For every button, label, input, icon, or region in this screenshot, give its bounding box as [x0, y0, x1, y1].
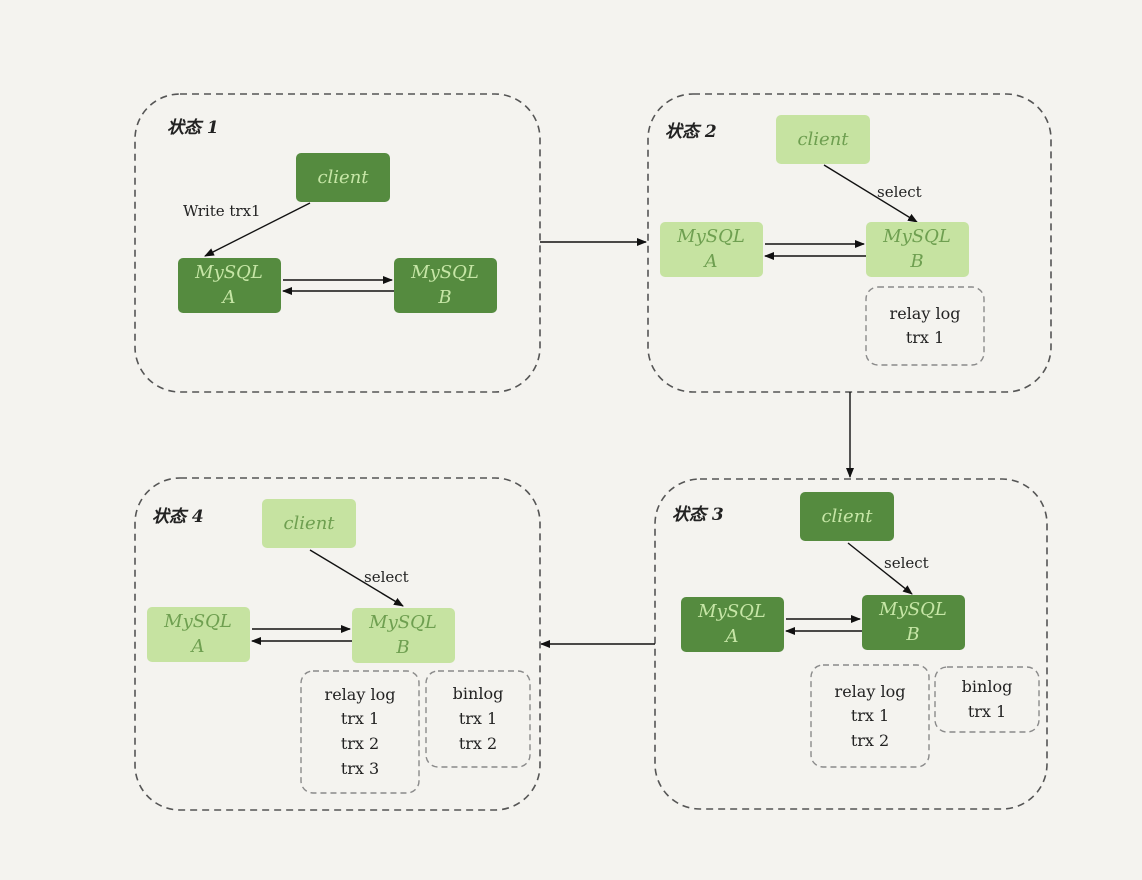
state-4-relay-log-entry-2: trx 2 — [341, 734, 379, 753]
state-4-mysql-b: MySQL B — [352, 608, 455, 663]
state-1-mysql-a-line2: A — [221, 287, 236, 308]
state-3-relay-log: relay log trx 1 trx 2 — [810, 664, 930, 768]
state-3-client-label: client — [821, 506, 873, 527]
state-1-frame — [134, 93, 541, 393]
state-2-mysql-b: MySQL B — [866, 222, 969, 277]
state-3-binlog: binlog trx 1 — [934, 666, 1040, 733]
state-4-mysql-a-line1: MySQL — [163, 611, 232, 632]
state-1-panel: 状态 1 client Write trx1 MySQL A MySQL B — [134, 93, 541, 393]
state-2-relay-log-entry-1: trx 1 — [906, 328, 944, 347]
state-3-relay-log-title: relay log — [835, 682, 906, 701]
state-3-panel: 状态 3 client select MySQL A MySQL B relay… — [654, 478, 1048, 810]
state-2-select-label: select — [877, 183, 922, 201]
state-4-mysql-a-line2: A — [190, 636, 205, 657]
state-3-relay-log-entry-2: trx 2 — [851, 731, 889, 750]
state-3-frame — [654, 478, 1048, 810]
state-3-mysql-a-line1: MySQL — [697, 601, 766, 622]
state-4-relay-log-entry-3: trx 3 — [341, 759, 379, 778]
state-3-select-label: select — [884, 554, 929, 572]
state-4-mysql-b-line2: B — [395, 637, 409, 658]
state-4-binlog: binlog trx 1 trx 2 — [425, 670, 531, 768]
state-3-mysql-b-line1: MySQL — [878, 599, 947, 620]
state-4-binlog-title: binlog — [453, 684, 504, 703]
state-2-relay-log-title: relay log — [890, 304, 961, 323]
state-2-mysql-a-line2: A — [703, 251, 718, 272]
state-4-panel: 状态 4 client select MySQL A MySQL B relay… — [134, 477, 541, 811]
state-4-relay-log-entry-1: trx 1 — [341, 709, 379, 728]
state-2-mysql-b-line1: MySQL — [882, 226, 951, 247]
state-2-title: 状态 2 — [665, 122, 717, 142]
state-3-mysql-b: MySQL B — [862, 595, 965, 650]
state-4-select-arrow — [309, 549, 404, 607]
state-4-title: 状态 4 — [152, 507, 204, 527]
state-2-client-label: client — [797, 129, 849, 150]
state-2-relay-log: relay log trx 1 — [865, 286, 985, 366]
state-3-mysql-a: MySQL A — [681, 597, 784, 652]
state-1-mysql-b-line2: B — [437, 287, 451, 308]
state-1-title: 状态 1 — [167, 118, 219, 138]
state-3-mysql-b-line2: B — [905, 624, 919, 645]
state-1-client: client — [296, 153, 390, 202]
state-3-binlog-entry-1: trx 1 — [968, 702, 1006, 721]
state-4-binlog-entry-2: trx 2 — [459, 734, 497, 753]
state-2-panel: 状态 2 client select MySQL A MySQL B relay… — [647, 93, 1052, 393]
state-1-mysql-b: MySQL B — [394, 258, 497, 313]
state-3-binlog-title: binlog — [962, 677, 1013, 696]
state-2-mysql-a: MySQL A — [660, 222, 763, 277]
state-4-relay-log: relay log trx 1 trx 2 trx 3 — [300, 670, 420, 794]
state-4-relay-log-title: relay log — [325, 685, 396, 704]
state-1-client-label: client — [317, 167, 369, 188]
state-3-mysql-a-line2: A — [724, 626, 739, 647]
state-2-mysql-a-line1: MySQL — [676, 226, 745, 247]
state-2-mysql-b-line2: B — [909, 251, 923, 272]
state-2-select-arrow — [823, 164, 918, 223]
state-4-client: client — [262, 499, 356, 548]
state-3-client: client — [800, 492, 894, 541]
state-4-frame — [134, 477, 541, 811]
state-4-binlog-entry-1: trx 1 — [459, 709, 497, 728]
state-1-write-arrow — [204, 202, 311, 257]
state-3-select-arrow — [847, 542, 913, 595]
state-3-relay-log-entry-1: trx 1 — [851, 706, 889, 725]
state-4-mysql-b-line1: MySQL — [368, 612, 437, 633]
state-3-title: 状态 3 — [672, 505, 724, 525]
state-4-select-label: select — [364, 568, 409, 586]
state-1-mysql-a: MySQL A — [178, 258, 281, 313]
state-1-write-label: Write trx1 — [183, 202, 261, 220]
state-2-client: client — [776, 115, 870, 164]
state-1-mysql-a-line1: MySQL — [194, 262, 263, 283]
state-1-mysql-b-line1: MySQL — [410, 262, 479, 283]
state-4-client-label: client — [283, 513, 335, 534]
state-4-mysql-a: MySQL A — [147, 607, 250, 662]
